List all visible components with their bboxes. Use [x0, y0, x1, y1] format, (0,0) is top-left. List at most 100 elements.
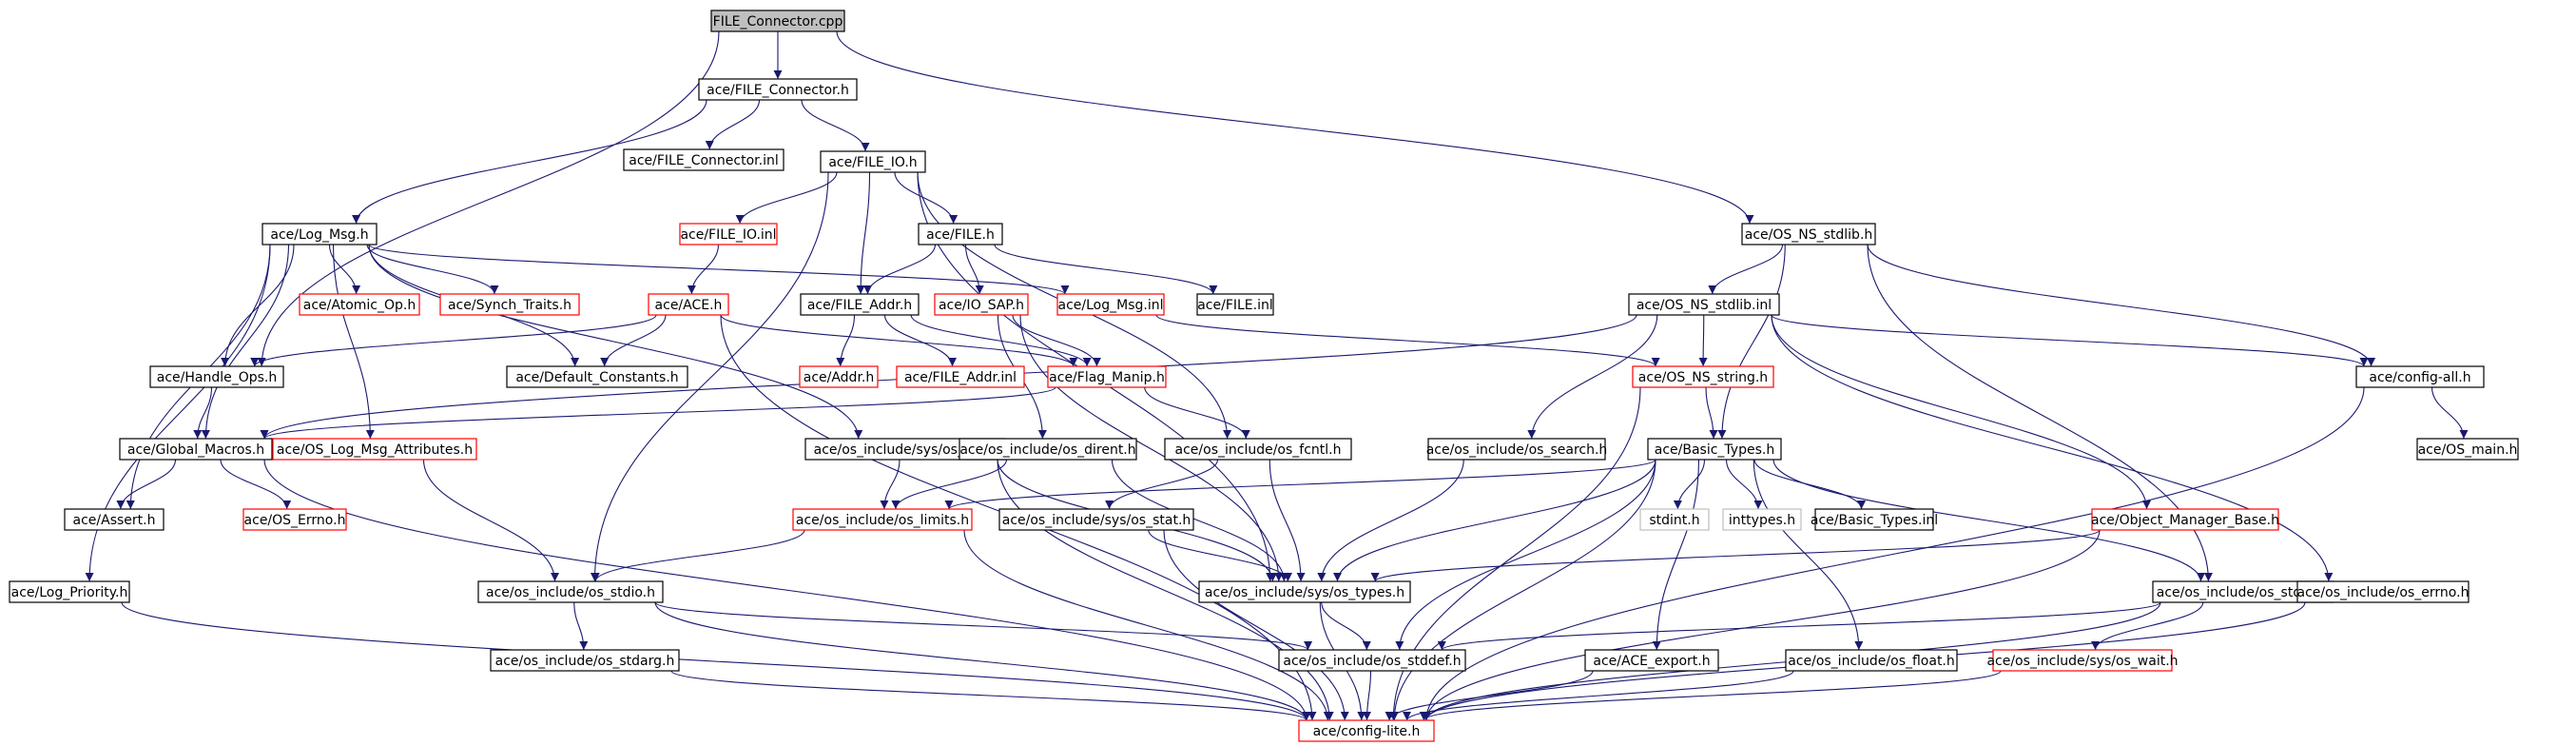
node-box[interactable]: [1427, 438, 1606, 461]
node-ace-basic-types-h[interactable]: ace/Basic_Types.h: [1647, 438, 1782, 461]
node-ace-os-include-sys-os-stat-h[interactable]: ace/os_include/sys/os_stat.h: [998, 508, 1194, 531]
node-box[interactable]: [1278, 649, 1466, 672]
node-file-connector-cpp[interactable]: FILE_Connector.cpp: [710, 10, 845, 32]
node-ace-os-include-os-errno-h[interactable]: ace/os_include/os_errno.h: [2296, 580, 2469, 603]
node-box[interactable]: [799, 365, 879, 388]
node-ace-file-io-inl[interactable]: ace/FILE_IO.inl: [679, 223, 778, 245]
node-ace-os-include-os-stdarg-h[interactable]: ace/os_include/os_stdarg.h: [490, 649, 680, 672]
node-box[interactable]: [261, 223, 378, 245]
node-box[interactable]: [896, 365, 1025, 388]
node-box[interactable]: [1639, 508, 1710, 531]
node-ace-os-include-os-fcntl-h[interactable]: ace/os_include/os_fcntl.h: [1164, 438, 1352, 461]
node-inttypes-h[interactable]: inttypes.h: [1722, 508, 1802, 531]
node-box[interactable]: [299, 293, 420, 316]
node-ace-os-include-sys-os-types-h[interactable]: ace/os_include/sys/os_types.h: [1198, 580, 1411, 603]
node-box[interactable]: [119, 438, 273, 461]
node-box[interactable]: [998, 508, 1194, 531]
node-ace-os-ns-stdlib-h[interactable]: ace/OS_NS_stdlib.h: [1741, 223, 1876, 245]
node-box[interactable]: [679, 223, 778, 245]
node-ace-assert-h[interactable]: ace/Assert.h: [64, 508, 165, 531]
node-box[interactable]: [149, 365, 284, 388]
node-ace-file-addr-inl[interactable]: ace/FILE_Addr.inl: [896, 365, 1025, 388]
node-ace-basic-types-inl[interactable]: ace/Basic_Types.inl: [1811, 508, 1938, 531]
node-box[interactable]: [506, 365, 688, 388]
node-ace-config-lite-h[interactable]: ace/config-lite.h: [1298, 719, 1435, 742]
node-ace-global-macros-h[interactable]: ace/Global_Macros.h: [119, 438, 273, 461]
node-box[interactable]: [490, 649, 680, 672]
node-ace-file-connector-h[interactable]: ace/FILE_Connector.h: [698, 78, 858, 101]
node-ace-ace-h[interactable]: ace/ACE.h: [648, 293, 729, 316]
node-box[interactable]: [710, 10, 845, 32]
node-box[interactable]: [9, 580, 130, 603]
node-box[interactable]: [648, 293, 729, 316]
node-label: ace/IO_SAP.h: [939, 298, 1024, 313]
node-box[interactable]: [1196, 293, 1274, 316]
node-ace-os-include-os-search-h[interactable]: ace/os_include/os_search.h: [1426, 438, 1608, 461]
node-ace-log-msg-h[interactable]: ace/Log_Msg.h: [261, 223, 378, 245]
node-box[interactable]: [1056, 293, 1165, 316]
edge-n38-n49: [1422, 529, 2101, 721]
node-ace-file-io-h[interactable]: ace/FILE_IO.h: [820, 150, 926, 173]
node-box[interactable]: [1628, 293, 1780, 316]
node-box[interactable]: [2091, 508, 2279, 531]
node-box[interactable]: [2416, 438, 2519, 461]
node-ace-os-errno-h[interactable]: ace/OS_Errno.h: [242, 508, 347, 531]
node-box[interactable]: [792, 508, 973, 531]
node-box[interactable]: [64, 508, 165, 531]
node-box[interactable]: [1298, 719, 1435, 742]
node-box[interactable]: [439, 293, 580, 316]
node-box[interactable]: [820, 150, 926, 173]
node-ace-file-addr-h[interactable]: ace/FILE_Addr.h: [800, 293, 920, 316]
node-box[interactable]: [272, 438, 477, 461]
node-ace-handle-ops-h[interactable]: ace/Handle_Ops.h: [149, 365, 284, 388]
node-label: ace/os_include/os_stddef.h: [1283, 654, 1461, 669]
node-ace-object-manager-base-h[interactable]: ace/Object_Manager_Base.h: [2091, 508, 2279, 531]
node-ace-file-inl[interactable]: ace/FILE.inl: [1196, 293, 1274, 316]
node-box[interactable]: [1722, 508, 1802, 531]
node-box[interactable]: [477, 580, 664, 603]
node-box[interactable]: [1164, 438, 1352, 461]
node-ace-default-constants-h[interactable]: ace/Default_Constants.h: [506, 365, 688, 388]
node-ace-os-ns-string-h[interactable]: ace/OS_NS_string.h: [1632, 365, 1774, 388]
node-ace-os-main-h[interactable]: ace/OS_main.h: [2416, 438, 2519, 461]
node-box[interactable]: [1198, 580, 1411, 603]
node-box[interactable]: [623, 148, 784, 171]
node-ace-log-priority-h[interactable]: ace/Log_Priority.h: [9, 580, 130, 603]
node-box[interactable]: [1584, 649, 1719, 672]
node-box[interactable]: [698, 78, 858, 101]
node-box[interactable]: [918, 223, 1003, 245]
node-stdint-h[interactable]: stdint.h: [1639, 508, 1710, 531]
node-ace-os-include-os-float-h[interactable]: ace/os_include/os_float.h: [1785, 649, 1958, 672]
node-ace-os-ns-stdlib-inl[interactable]: ace/OS_NS_stdlib.inl: [1628, 293, 1780, 316]
node-ace-os-include-os-limits-h[interactable]: ace/os_include/os_limits.h: [792, 508, 973, 531]
node-ace-file-h[interactable]: ace/FILE.h: [918, 223, 1003, 245]
node-ace-os-include-os-stdio-h[interactable]: ace/os_include/os_stdio.h: [477, 580, 664, 603]
node-box[interactable]: [2296, 580, 2469, 603]
node-box[interactable]: [2355, 365, 2485, 388]
node-box[interactable]: [934, 293, 1029, 316]
node-ace-ace-export-h[interactable]: ace/ACE_export.h: [1584, 649, 1719, 672]
node-ace-os-include-sys-os-uio-h[interactable]: ace/os_include/sys/os_uio.h: [804, 438, 1006, 461]
node-ace-os-log-msg-attributes-h[interactable]: ace/OS_Log_Msg_Attributes.h: [272, 438, 477, 461]
node-box[interactable]: [1785, 649, 1958, 672]
node-ace-os-include-sys-os-wait-h[interactable]: ace/os_include/sys/os_wait.h: [1986, 649, 2179, 672]
node-ace-config-all-h[interactable]: ace/config-all.h: [2355, 365, 2485, 388]
node-ace-os-include-os-stddef-h[interactable]: ace/os_include/os_stddef.h: [1278, 649, 1466, 672]
node-box[interactable]: [1992, 649, 2173, 672]
node-ace-synch-traits-h[interactable]: ace/Synch_Traits.h: [439, 293, 580, 316]
node-ace-os-include-os-dirent-h[interactable]: ace/os_include/os_dirent.h: [959, 438, 1137, 461]
node-box[interactable]: [1814, 508, 1934, 531]
node-box[interactable]: [959, 438, 1137, 461]
node-ace-log-msg-inl[interactable]: ace/Log_Msg.inl: [1056, 293, 1165, 316]
node-ace-io-sap-h[interactable]: ace/IO_SAP.h: [934, 293, 1029, 316]
node-ace-flag-manip-h[interactable]: ace/Flag_Manip.h: [1047, 365, 1167, 388]
node-box[interactable]: [800, 293, 920, 316]
node-ace-file-connector-inl[interactable]: ace/FILE_Connector.inl: [623, 148, 784, 171]
node-ace-addr-h[interactable]: ace/Addr.h: [799, 365, 879, 388]
node-box[interactable]: [1047, 365, 1167, 388]
node-ace-atomic-op-h[interactable]: ace/Atomic_Op.h: [299, 293, 420, 316]
node-box[interactable]: [1741, 223, 1876, 245]
node-box[interactable]: [242, 508, 347, 531]
node-box[interactable]: [1647, 438, 1782, 461]
node-box[interactable]: [1632, 365, 1774, 388]
